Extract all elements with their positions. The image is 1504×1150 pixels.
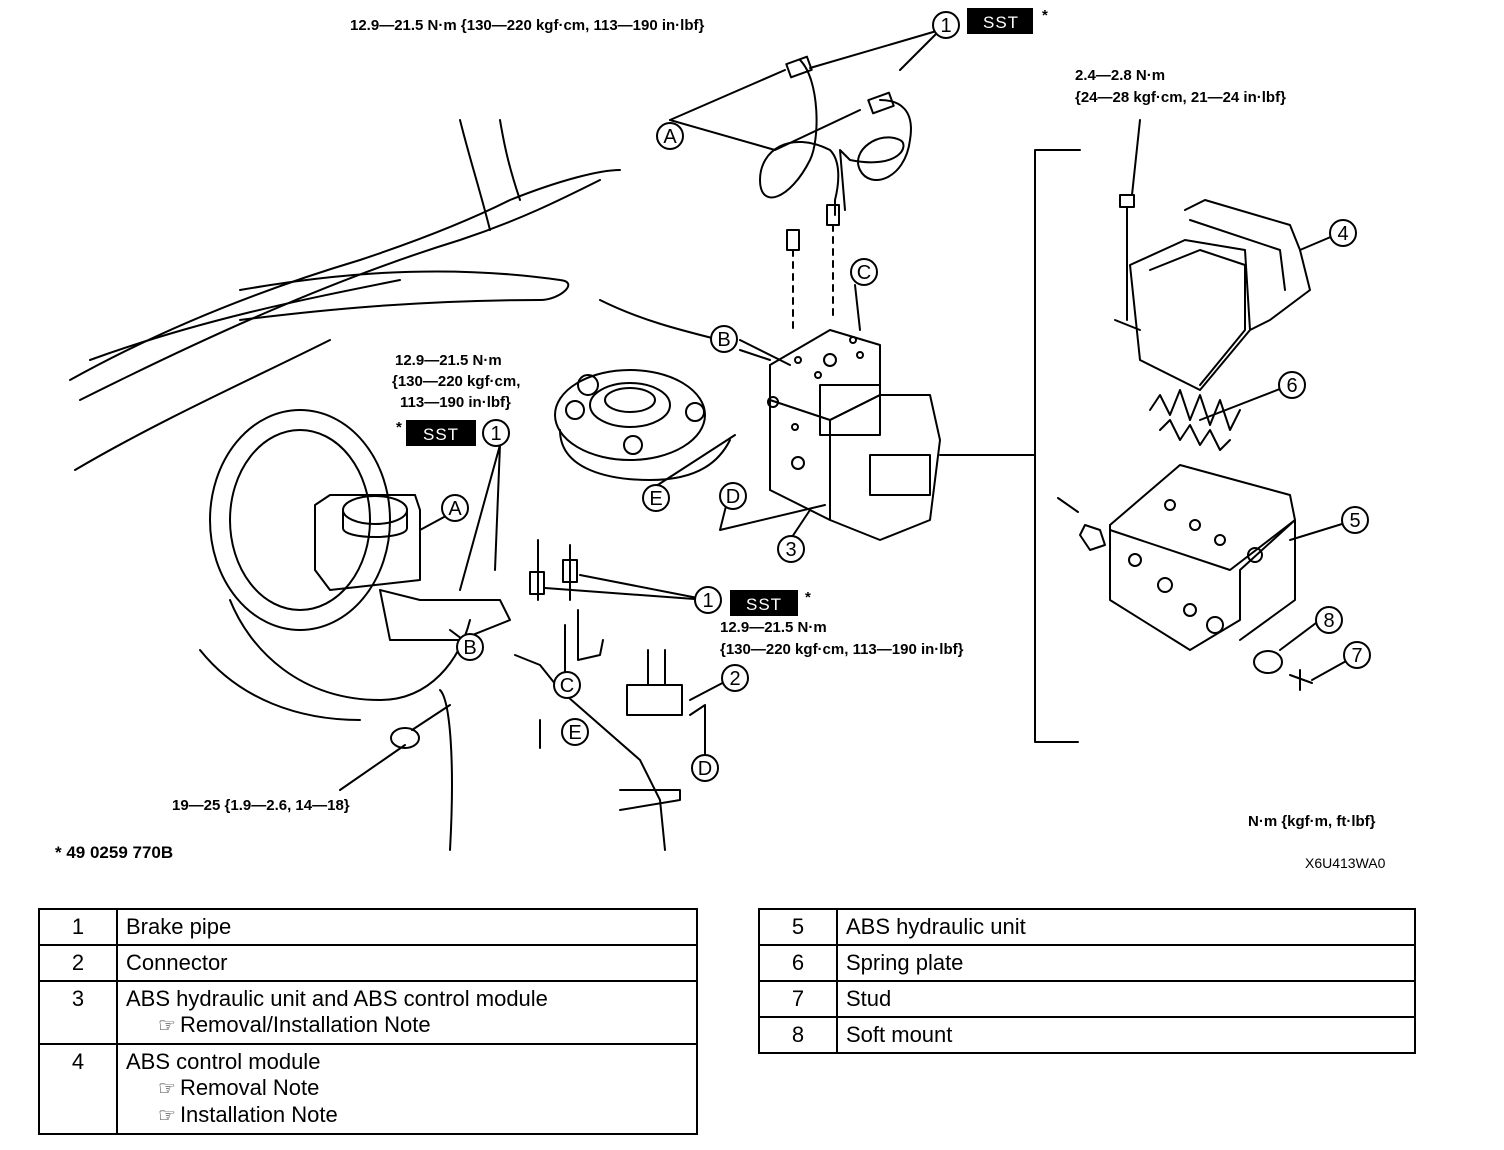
sst-part-number-note: * 49 0259 770B xyxy=(55,843,173,862)
pointing-hand-icon: ☞ xyxy=(158,1078,176,1100)
part-name: Brake pipe xyxy=(116,908,698,946)
callout-5: 5 xyxy=(1349,510,1360,532)
callout-A-top: A xyxy=(663,126,677,148)
part-name: ABS control module xyxy=(126,1049,321,1074)
callout-8: 8 xyxy=(1323,610,1334,632)
callout-A-left: A xyxy=(448,498,462,520)
pointing-hand-icon: ☞ xyxy=(158,1015,176,1037)
note-label: Removal Note xyxy=(179,1075,320,1100)
asterisk-top: * xyxy=(1042,7,1048,24)
table-row: 5 ABS hydraulic unit xyxy=(758,908,1416,946)
exploded-diagram: 12.9—21.5 N·m {130—220 kgf·cm, 113—190 i… xyxy=(55,7,1386,871)
abs-control-module xyxy=(1129,239,1251,391)
sst-badge-right xyxy=(730,590,798,616)
callout-1-top: 1 xyxy=(940,15,951,37)
stud xyxy=(1289,669,1313,691)
callout-D-bottom: D xyxy=(698,758,712,780)
callout-B-left: B xyxy=(463,637,476,659)
callout-E-top: E xyxy=(649,488,662,510)
sst-badge-top xyxy=(967,8,1033,34)
reservoir-cap xyxy=(342,495,408,525)
torque-label-bottom: 19—25 {1.9—2.6, 14—18} xyxy=(172,797,350,814)
units-note: N·m {kgf·m, ft·lbf} xyxy=(1248,813,1376,830)
abs-unit-center xyxy=(769,329,881,421)
part-name: Connector xyxy=(116,944,698,982)
asterisk-left: * xyxy=(396,419,402,436)
callout-6: 6 xyxy=(1286,375,1297,397)
part-number: 7 xyxy=(758,980,838,1018)
callout-B-top: B xyxy=(717,329,730,351)
torque-label-top: 12.9—21.5 N·m {130—220 kgf·cm, 113—190 i… xyxy=(350,17,705,34)
part-number: 4 xyxy=(38,1043,118,1135)
table-row: 7 Stud xyxy=(758,980,1416,1018)
sst-text-top: SST xyxy=(983,13,1019,32)
torque-label-module-2: {24—28 kgf·cm, 21—24 in·lbf} xyxy=(1075,89,1286,106)
part-number: 5 xyxy=(758,908,838,946)
asterisk-right: * xyxy=(805,589,811,606)
spring-plate xyxy=(1149,389,1241,431)
pointing-hand-icon: ☞ xyxy=(158,1105,176,1127)
note-link[interactable]: ☞Installation Note xyxy=(126,1102,688,1129)
sst-text-left: SST xyxy=(423,425,459,444)
part-name: Stud xyxy=(836,980,1416,1018)
part-name: ABS hydraulic unit and ABS control modul… xyxy=(126,986,548,1011)
sst-badge-left xyxy=(406,420,476,446)
brake-booster xyxy=(209,409,391,631)
table-row: 4 ABS control module ☞Removal Note ☞Inst… xyxy=(38,1043,698,1135)
part-number: 8 xyxy=(758,1016,838,1054)
torque-label-mid-left-2: {130—220 kgf·cm, xyxy=(392,373,520,390)
note-label: Installation Note xyxy=(179,1102,338,1127)
callout-1-left: 1 xyxy=(490,423,501,445)
part-number: 6 xyxy=(758,944,838,982)
note-link[interactable]: ☞Removal Note xyxy=(126,1075,688,1102)
torque-label-mid-right-2: {130—220 kgf·cm, 113—190 in·lbf} xyxy=(720,641,964,658)
parts-table-left: 1 Brake pipe 2 Connector 3 ABS hydraulic… xyxy=(38,908,698,1135)
callout-C-bottom: C xyxy=(560,675,574,697)
soft-mount xyxy=(1253,650,1283,674)
figure-code: X6U413WA0 xyxy=(1305,855,1386,871)
callout-C-top: C xyxy=(857,262,871,284)
table-row: 8 Soft mount xyxy=(758,1016,1416,1054)
strut-tower xyxy=(554,369,706,461)
table-row: 1 Brake pipe xyxy=(38,908,698,946)
callout-D-top: D xyxy=(726,486,740,508)
part-cell: ABS hydraulic unit and ABS control modul… xyxy=(116,980,698,1045)
torque-label-mid-left-3: 113—190 in·lbf} xyxy=(400,394,511,411)
fender-outline xyxy=(79,179,601,401)
torque-label-module-1: 2.4—2.8 N·m xyxy=(1075,67,1165,84)
part-number: 2 xyxy=(38,944,118,982)
callout-1-right: 1 xyxy=(702,590,713,612)
torque-label-mid-right-1: 12.9—21.5 N·m xyxy=(720,619,827,636)
callout-4: 4 xyxy=(1337,223,1348,245)
table-row: 2 Connector xyxy=(38,944,698,982)
part-number: 3 xyxy=(38,980,118,1045)
part-number: 1 xyxy=(38,908,118,946)
sst-text-right: SST xyxy=(746,595,782,614)
part-cell: ABS control module ☞Removal Note ☞Instal… xyxy=(116,1043,698,1135)
table-row: 6 Spring plate xyxy=(758,944,1416,982)
table-row: 3 ABS hydraulic unit and ABS control mod… xyxy=(38,980,698,1045)
part-name: Soft mount xyxy=(836,1016,1416,1054)
connector-2 xyxy=(626,684,683,716)
part-name: ABS hydraulic unit xyxy=(836,908,1416,946)
callout-2: 2 xyxy=(729,668,740,690)
torque-label-mid-left-1: 12.9—21.5 N·m xyxy=(395,352,502,369)
bottom-nut xyxy=(390,727,420,749)
callout-3: 3 xyxy=(785,539,796,561)
part-name: Spring plate xyxy=(836,944,1416,982)
callout-E-bottom: E xyxy=(568,722,581,744)
master-cylinder xyxy=(314,494,421,591)
callout-7: 7 xyxy=(1351,645,1362,667)
note-label: Removal/Installation Note xyxy=(179,1012,431,1037)
brake-pipe-loop xyxy=(759,59,840,216)
parts-table-right: 5 ABS hydraulic unit 6 Spring plate 7 St… xyxy=(758,908,1416,1054)
note-link[interactable]: ☞Removal/Installation Note xyxy=(126,1012,688,1039)
